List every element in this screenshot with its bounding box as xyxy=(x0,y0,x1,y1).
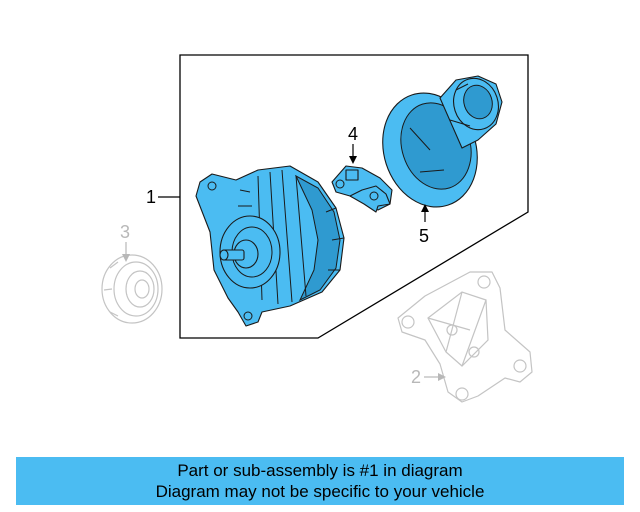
callout-3: 3 xyxy=(120,222,130,242)
info-banner: Part or sub-assembly is #1 in diagram Di… xyxy=(16,457,624,505)
banner-line-1: Part or sub-assembly is #1 in diagram xyxy=(177,461,463,480)
callout-4: 4 xyxy=(348,124,358,144)
callout-3-arrowhead xyxy=(122,254,130,262)
callout-2: 2 xyxy=(411,367,421,387)
callout-2-arrowhead xyxy=(438,373,446,381)
pulley-cover-icon xyxy=(382,75,503,208)
callout-4-arrowhead xyxy=(349,156,357,164)
banner-line-2: Diagram may not be specific to your vehi… xyxy=(155,482,485,501)
assembly-frame xyxy=(179,54,529,339)
callout-5-arrowhead xyxy=(421,204,429,212)
pulley-icon xyxy=(101,254,163,324)
alternator-icon xyxy=(195,165,345,327)
callout-5: 5 xyxy=(419,226,429,246)
callout-1: 1 xyxy=(146,187,156,207)
bracket-icon xyxy=(397,271,533,403)
voltage-regulator-icon xyxy=(331,165,393,213)
